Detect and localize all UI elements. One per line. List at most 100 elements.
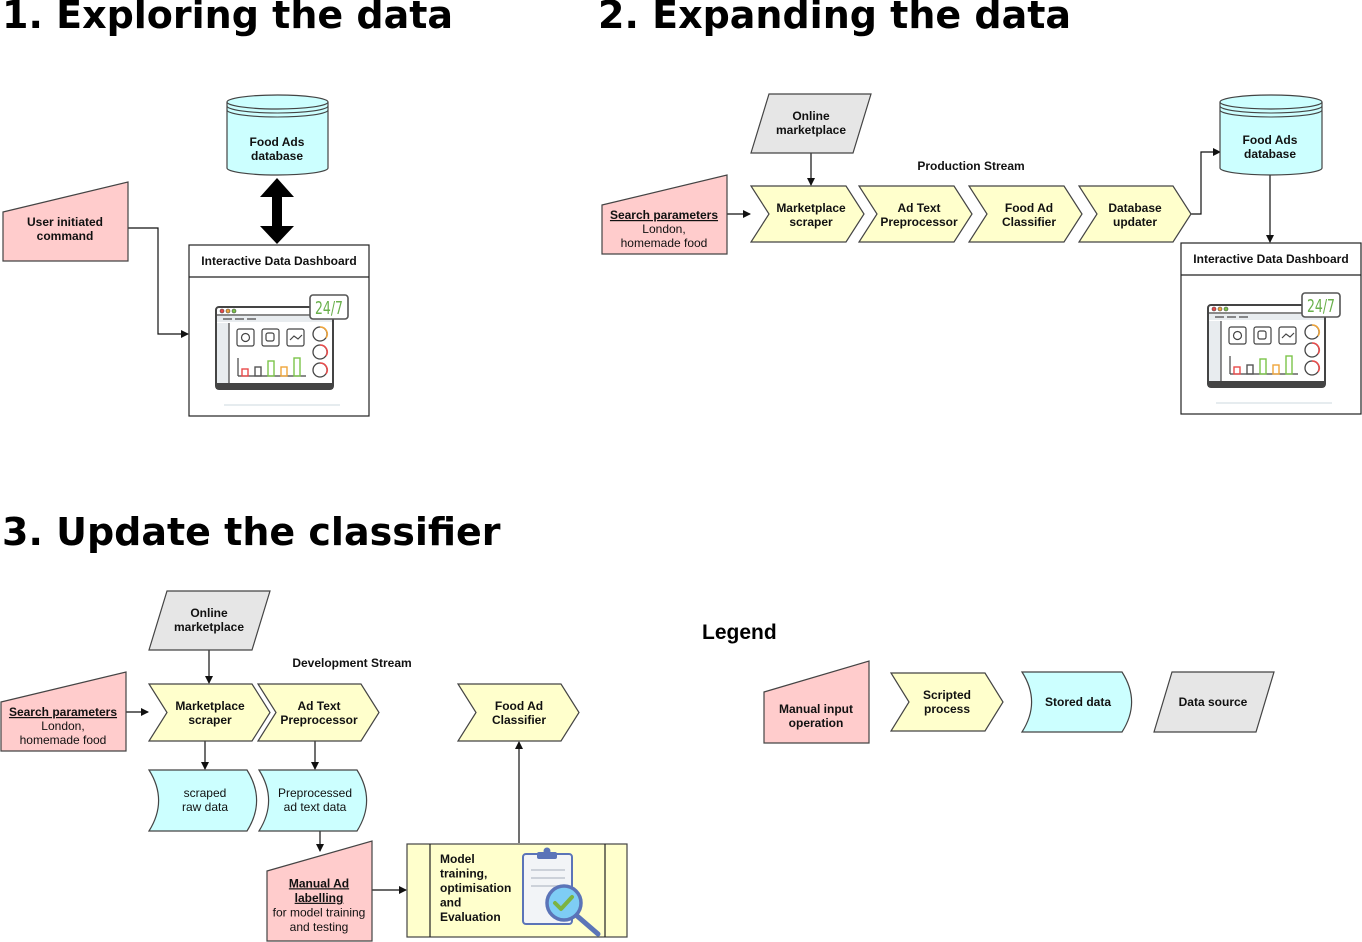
bidirectional-arrow: [260, 178, 294, 244]
legend-data-source-label-line: Data source: [1179, 695, 1248, 709]
production-stream-label: Production Stream: [917, 159, 1024, 173]
browser-footer: [216, 383, 333, 389]
square-icon: [261, 328, 280, 347]
legend-stored-data-label-line: Stored data: [1045, 695, 1111, 709]
search-parameters-2-label-line: London,: [642, 222, 685, 236]
dashboard-1-title: Interactive Data Dashboard: [201, 254, 356, 268]
clipboard-clip: [537, 852, 557, 859]
food-ad-classifier-3-label-line: Classifier: [492, 713, 546, 727]
gauge-arc: [319, 326, 328, 339]
browser-toolbar: [1209, 314, 1324, 320]
food-ads-database-2-top: [1219, 94, 1323, 110]
online-marketplace-2-shape: [750, 93, 872, 154]
search-parameters-3-label-line: London,: [41, 719, 84, 733]
edges-layer: [126, 148, 1274, 894]
model-training-frame: [406, 843, 628, 938]
food-ads-database-2-label-line: Food Ads: [1243, 133, 1298, 147]
legend-scripted-process-label-line: Scripted: [923, 688, 971, 702]
legend-manual-input-label-line: operation: [789, 716, 844, 730]
gauge-arc: [1311, 324, 1320, 337]
legend-stored-data[interactable]: Stored data: [1020, 671, 1133, 733]
legend-stored-data-shape: [1020, 671, 1133, 733]
model-training-label-line: Evaluation: [440, 910, 501, 924]
model-training-label-line: optimisation: [440, 881, 511, 895]
stored-data-3-1-shape: [147, 769, 258, 832]
food-ads-database-1-ring: [226, 105, 329, 114]
gauge-arc: [1311, 360, 1320, 373]
section-3-title: 3. Update the classifier: [2, 510, 501, 554]
square-glyph: [1257, 330, 1267, 340]
dashboard-1-illustration: 24/7: [215, 294, 349, 406]
manual-labelling-label-line: Manual Ad: [289, 876, 349, 890]
search-parameters-2-shape: [601, 174, 728, 255]
section-2-title: 2. Expanding the data: [598, 0, 1072, 37]
process-2-3-label-line: Classifier: [1002, 215, 1056, 229]
user-command-label-line: command: [37, 229, 94, 243]
manual-labelling-label-line: for model training: [273, 905, 366, 919]
process-2-2-label-line: Ad Text: [897, 201, 940, 215]
manual-labelling-label-line: labelling: [295, 891, 344, 905]
online-marketplace-2-label-line: marketplace: [776, 123, 846, 137]
online-marketplace-3-label-line: marketplace: [174, 620, 244, 634]
search-parameters-2-label-line: Search parameters: [610, 208, 718, 222]
process-2-3-shape: [967, 185, 1083, 243]
legend-data-source[interactable]: Data source: [1153, 671, 1275, 733]
process-2-4-label-line: Database: [1108, 201, 1162, 215]
dashboard-2-illustration: 24/7: [1207, 292, 1341, 404]
process-3-1-label-line: scraper: [188, 713, 232, 727]
food-ads-database-2-ring: [1219, 109, 1323, 118]
sidebar-strip: [1209, 321, 1221, 381]
magnifier-handle: [573, 912, 601, 937]
legend-scripted-process-label-line: process: [924, 702, 970, 716]
stored-data-3-1-label-line: scraped: [184, 786, 227, 800]
process-3-2-shape: [256, 683, 380, 742]
chart-bar: [267, 360, 275, 377]
legend-manual-input-label-line: Manual input: [779, 702, 853, 716]
dashboard-2-title: Interactive Data Dashboard: [1193, 252, 1348, 266]
user-command-label-line: User initiated: [27, 215, 103, 229]
search-parameters-3-shape: [0, 671, 127, 752]
process-2-2-label-line: Preprocessor: [880, 215, 958, 229]
process-2-1-label-line: scraper: [789, 215, 833, 229]
square-icon: [1253, 326, 1272, 345]
chart-bar: [1233, 366, 1241, 375]
legend-manual-input-shape: [763, 660, 870, 744]
food-ads-database-2-body: [1219, 102, 1323, 176]
stored-data-3-2-label-line: Preprocessed: [278, 786, 352, 800]
gauge-arc: [319, 344, 328, 357]
process-3-2-label-line: Preprocessor: [280, 713, 358, 727]
badge-text: 24/7: [315, 298, 343, 319]
chart-bar: [1246, 364, 1254, 375]
process-2-4-shape: [1077, 185, 1192, 243]
legend-data-source-shape: [1153, 671, 1275, 733]
food-ad-classifier-3-label-line: Food Ad: [495, 699, 543, 713]
food-ads-database-1-label-line: Food Ads: [250, 135, 305, 149]
stored-data-3-2-label-line: ad text data: [284, 800, 347, 814]
process-3-1-shape: [147, 683, 271, 742]
process-2-1-label-line: Marketplace: [776, 201, 846, 215]
food-ads-database-2-ring: [1219, 105, 1323, 114]
clipboard-check-icon: [522, 847, 601, 937]
chart-bar: [1285, 355, 1293, 375]
